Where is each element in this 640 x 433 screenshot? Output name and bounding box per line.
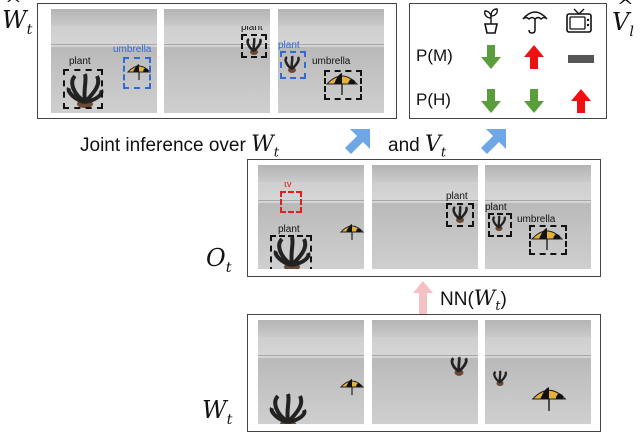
down-arrow-green-icon <box>481 45 501 69</box>
mid-scene-2: plant <box>372 165 478 269</box>
row-label-pm: P(M) <box>416 46 453 65</box>
detection-label-plant: plant <box>278 224 300 235</box>
umbrella-object <box>340 379 364 395</box>
umbrella-icon <box>522 11 548 34</box>
top-scene-1: plant umbrella <box>51 9 157 113</box>
joint-text-before: Joint inference over <box>80 135 246 156</box>
detection-label-plant: plant <box>241 22 263 33</box>
detection-label-plant: plant <box>69 56 91 67</box>
joint-var2: Vt <box>424 132 447 161</box>
row-label-ph: P(H) <box>416 90 451 109</box>
umbrella-object <box>127 64 151 80</box>
plant-object <box>66 73 104 108</box>
world-panel <box>247 314 601 432</box>
tv-icon <box>566 8 592 33</box>
plant-object <box>269 393 307 424</box>
down-arrow-green-icon <box>481 89 501 113</box>
w-hat-hat: ^ <box>5 0 22 16</box>
detection-box-tv <box>280 191 302 213</box>
o-t-label: Ot <box>206 244 232 276</box>
v-hat-hat: ^ <box>617 0 634 18</box>
w-t-label: Wt <box>202 396 233 428</box>
bottom-scene-2 <box>372 320 478 424</box>
detection-label-plant: plant <box>446 191 468 202</box>
up-right-arrow-blue-icon <box>345 129 370 154</box>
down-arrow-green-icon <box>524 89 544 113</box>
detection-box-umbrella <box>529 225 567 255</box>
umbrella-object <box>326 73 358 95</box>
v-hat-sub: l <box>629 23 634 40</box>
detection-box-umbrella <box>324 70 362 100</box>
plant-icon <box>484 8 498 34</box>
w-hat-label: ^ Wt <box>2 0 33 38</box>
detection-box-plant <box>63 69 103 109</box>
plant-object <box>452 205 468 223</box>
joint-inference-text: Joint inference over Wt <box>80 132 279 160</box>
detection-box-plant <box>488 213 512 237</box>
v-hat-main: V <box>612 8 630 36</box>
detection-box-plant <box>446 203 474 227</box>
umbrella-object <box>531 228 563 250</box>
mid-scene-1: plant tv <box>258 165 364 269</box>
bottom-scene-1 <box>258 320 364 424</box>
detection-label-umbrella: umbrella <box>517 214 556 225</box>
mid-scene-3: plant umbrella <box>485 165 591 269</box>
bottom-scene-3 <box>485 320 591 424</box>
flat-bar-gray-icon <box>568 55 594 63</box>
up-right-arrow-blue-icon <box>481 129 506 154</box>
detection-box-plant <box>270 235 312 269</box>
detection-box-plant <box>280 51 306 79</box>
nn-text: NN(Wt) <box>440 286 507 314</box>
joint-var1: Wt <box>251 132 280 161</box>
w-hat-main: W <box>2 6 27 34</box>
top-scene-2: plant <box>164 9 270 113</box>
detection-label-umbrella: umbrella <box>113 44 152 55</box>
plant-object <box>273 236 311 269</box>
joint-text-between: and <box>388 135 420 156</box>
plant-object <box>284 55 300 73</box>
detection-label-umbrella: umbrella <box>312 56 351 67</box>
plant-object <box>450 356 468 376</box>
detection-box-plant <box>241 34 267 58</box>
top-scene-3: plant umbrella <box>278 9 384 113</box>
detection-box-umbrella <box>123 57 151 89</box>
plant-object <box>493 370 507 386</box>
plant-object <box>246 37 262 55</box>
detection-label-tv: tv <box>284 179 292 190</box>
w-hat-sub: t <box>26 21 33 38</box>
umbrella-object <box>340 224 364 240</box>
up-arrow-pink-icon <box>413 281 433 315</box>
detection-label-plant: plant <box>485 202 507 213</box>
plant-object <box>492 215 506 231</box>
detection-label-plant: plant <box>278 40 300 51</box>
v-hat-label: ^ Vl <box>612 0 634 40</box>
preference-table-panel: P(M) P(H) <box>409 3 607 119</box>
joint-inference-text-2: and Vt <box>388 132 446 160</box>
top-scene-panel: plant umbrella plant plant umbrella <box>37 3 397 119</box>
umbrella-object <box>531 387 567 411</box>
up-arrow-red-icon <box>524 45 544 69</box>
up-arrow-red-icon <box>571 89 591 113</box>
observation-panel: plant tv plant plant umbrella <box>247 159 601 277</box>
